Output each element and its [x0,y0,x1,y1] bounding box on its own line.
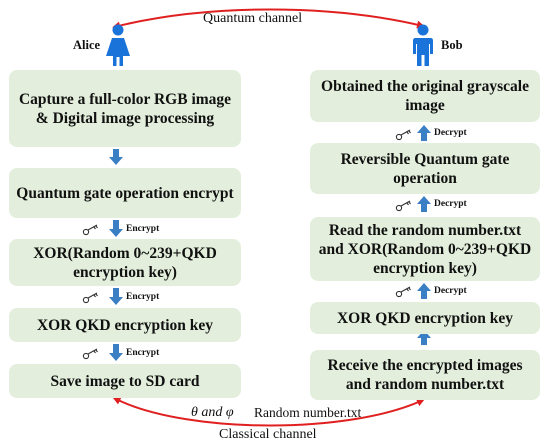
alice-step-capture: Capture a full-color RGB image & Digital… [9,70,241,147]
bob-name: Bob [441,38,463,52]
key-icon [82,292,98,304]
bob-arrow-1 [417,125,431,141]
alice-step-xor-qkd: XOR QKD encryption key [9,308,241,342]
params-label: θ and φ [191,405,234,420]
alice-encrypt-label: Encrypt [126,348,160,358]
bob-arrow-2 [417,196,431,212]
alice-step-xor-random: XOR(Random 0~239+QKD encryption key) [9,239,241,286]
key-icon [395,200,411,212]
random-file-label: Random number.txt [254,405,362,420]
classical-channel-curve [112,397,425,427]
alice-name: Alice [73,38,101,52]
quantum-channel-curve [112,8,425,30]
bob-person-icon [413,24,433,66]
bob-step-reversible-quantum: Reversible Quantum gate operation [310,143,540,194]
alice-arrow-4 [109,344,123,361]
alice-encrypt-label: Encrypt [126,292,160,302]
key-icon [82,224,98,236]
key-icon [395,286,411,298]
alice-arrow-2 [109,220,123,237]
bob-arrow-3 [417,283,431,299]
alice-encrypt-label: Encrypt [126,224,160,234]
alice-arrow-1 [109,149,123,165]
alice-step-save-sd: Save image to SD card [9,364,241,398]
bob-arrow-4 [417,330,431,345]
classical-channel-label: Classical channel [219,427,317,442]
key-icon [395,129,411,141]
alice-person-icon [106,24,130,66]
bob-decrypt-label: Decrypt [434,128,467,138]
bob-step-obtain-original: Obtained the original grayscale image [310,70,540,122]
bob-decrypt-label: Decrypt [434,286,467,296]
bob-step-xor-qkd: XOR QKD encryption key [310,302,540,334]
bob-step-read-random: Read the random number.txt and XOR(Rando… [310,217,540,281]
alice-arrow-3 [109,288,123,305]
quantum-channel-label: Quantum channel [203,11,303,26]
alice-step-quantum-encrypt: Quantum gate operation encrypt [9,168,241,218]
bob-decrypt-label: Decrypt [434,199,467,209]
bob-step-receive: Receive the encrypted images and random … [310,350,540,400]
key-icon [82,348,98,360]
